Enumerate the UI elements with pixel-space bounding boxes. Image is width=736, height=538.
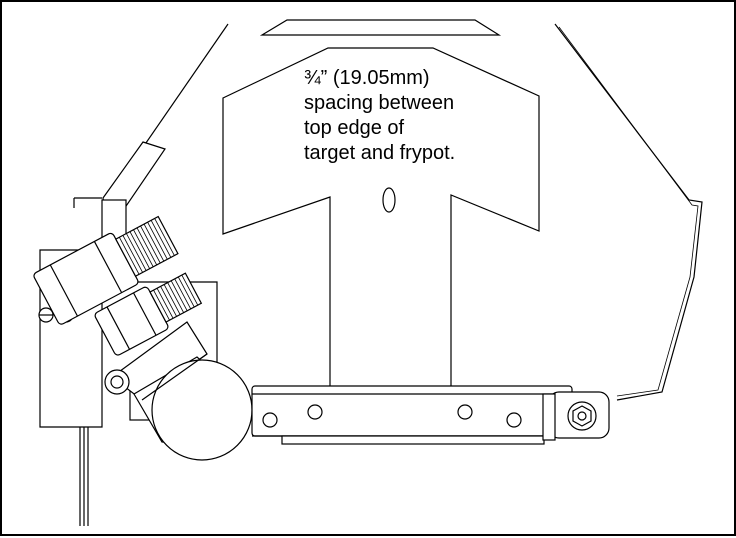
target-plate <box>222 47 540 391</box>
top-slot <box>259 19 502 36</box>
callout-line-1: ¾” (19.05mm) <box>304 67 430 89</box>
burner-rail <box>251 385 573 445</box>
upper-fitting <box>33 215 179 325</box>
callout-line-4: target and frypot. <box>304 142 456 164</box>
callout-line-3: top edge of <box>304 117 405 139</box>
target-hole <box>382 187 396 213</box>
spacing-callout: ¾” (19.05mm) spacing between top edge of… <box>304 66 534 166</box>
hinge-bolt <box>542 391 610 441</box>
burner-tube <box>151 359 253 461</box>
right-frypot-wall-inner <box>558 26 699 397</box>
igniter-wires <box>79 427 89 526</box>
right-frypot-wall <box>554 23 703 401</box>
middle-fitting <box>94 272 203 356</box>
callout-line-2: spacing between <box>304 92 455 114</box>
